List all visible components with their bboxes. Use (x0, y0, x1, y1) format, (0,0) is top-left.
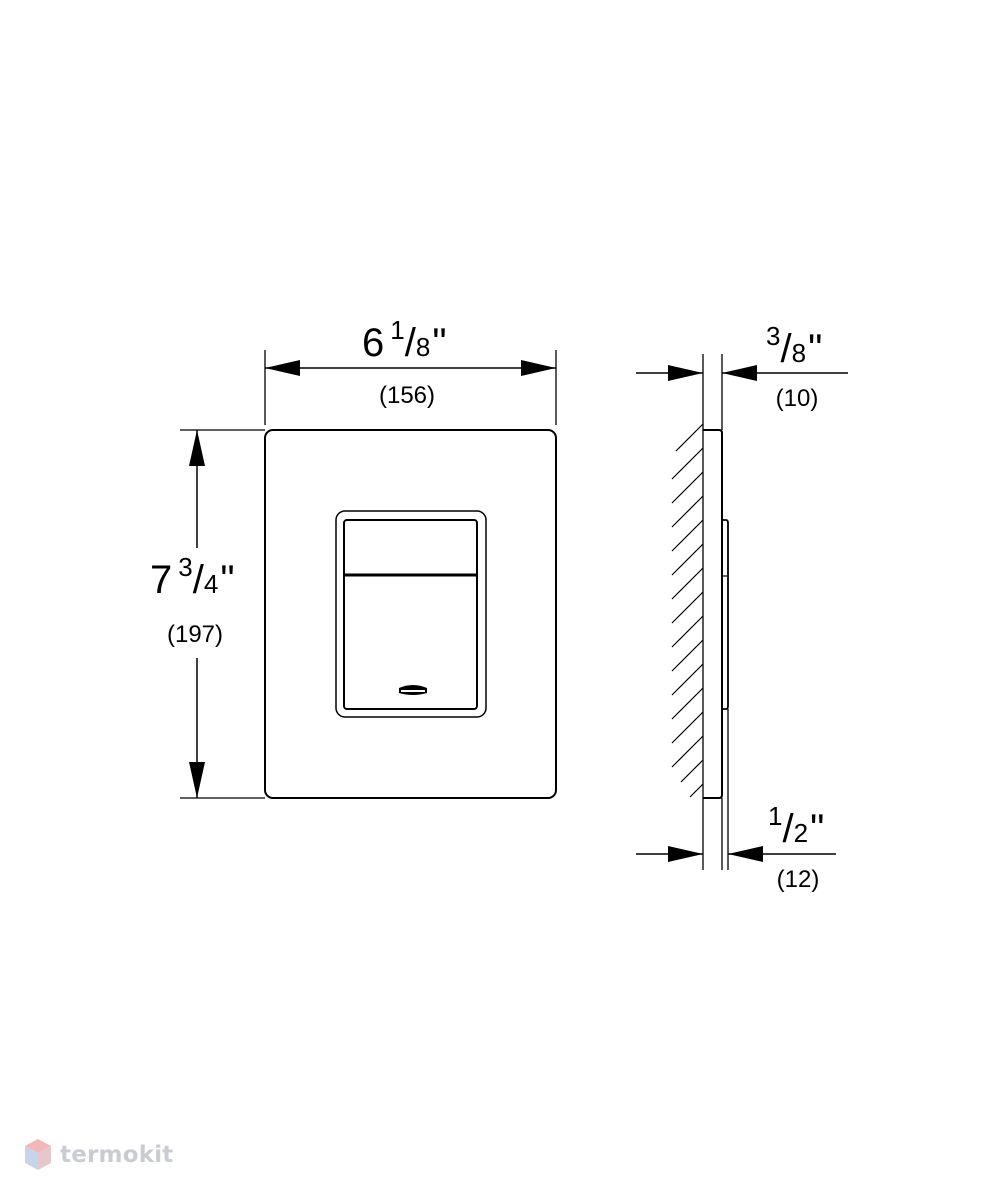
button-frame-outer (335, 510, 487, 718)
plate-profile (703, 429, 723, 799)
watermark: termokit (24, 1137, 173, 1173)
height-arrow-bottom (189, 762, 205, 798)
side-view (671, 423, 729, 799)
width-dimension (264, 350, 557, 425)
width-mm-label: (156) (379, 382, 435, 409)
watermark-text: termokit (60, 1142, 174, 1168)
side-extension-lines (702, 354, 729, 870)
height-mm-label: (197) (167, 621, 223, 648)
height-dimension (180, 429, 265, 799)
depth-top-label: 3/8" (766, 321, 822, 371)
depth-top-dimension (636, 365, 848, 381)
depth-bottom-mm-label: (12) (777, 866, 820, 893)
depth-top-arrow-left (668, 365, 703, 381)
depth-bottom-arrow-right (728, 846, 763, 862)
depth-bottom-arrow-left (668, 846, 703, 862)
brand-logo-icon (399, 685, 427, 695)
button-frame-inner (343, 519, 478, 710)
front-view (264, 429, 557, 799)
depth-bottom-label: 1/2" (768, 801, 824, 851)
width-arrow-right (521, 360, 556, 376)
height-arrow-top (189, 430, 205, 466)
depth-top-arrow-right (722, 365, 757, 381)
depth-top-mm-label: (10) (776, 385, 819, 412)
depth-bottom-dimension (636, 846, 836, 862)
button-profile (722, 519, 729, 710)
hexagon-logo-icon (25, 1139, 51, 1170)
width-arrow-left (265, 360, 300, 376)
plate-outline (264, 429, 557, 799)
wall-hatching (671, 423, 704, 798)
